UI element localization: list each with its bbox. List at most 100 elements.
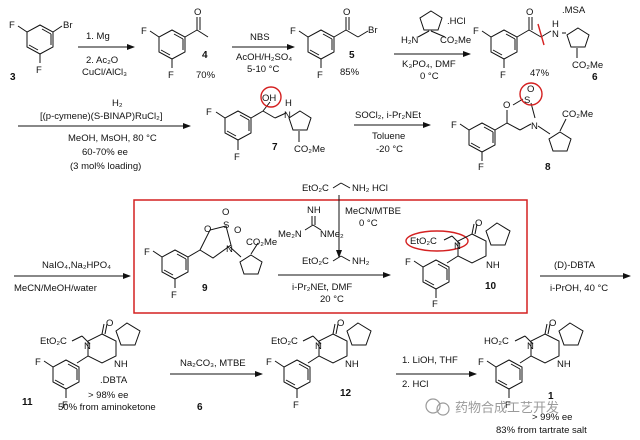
c4-o-label: O — [194, 7, 201, 18]
guan-left-label: Me₂N — [278, 229, 302, 240]
step6-cond-2: 20 °C — [320, 294, 344, 305]
step6-mid-1: MeCN/MTBE — [345, 206, 401, 217]
c5-f1-label: F — [290, 26, 296, 37]
watermark-text: 药物合成工艺开发 — [455, 400, 559, 416]
arrow-resolution: (D)-DBTA i-PrOH, 40 °C — [540, 260, 631, 294]
guan-right-label: NMe₂ — [320, 229, 344, 240]
step4-reagent-1: H₂ — [112, 98, 123, 109]
c1-yield: 83% from tartrate salt — [496, 425, 587, 436]
c1-n-label: N — [527, 341, 534, 352]
step3-reagent-1: K₃PO₄, DMF — [402, 59, 456, 70]
compound-4: O F F 4 70% — [141, 7, 216, 81]
step3-amine-ester: CO₂Me — [440, 35, 471, 46]
step2-yield: 85% — [340, 67, 360, 78]
c1-acid-label: HO₂C — [484, 336, 509, 347]
hyd-reagent-2: 2. HCl — [402, 379, 428, 390]
c6-h-label: H — [552, 19, 559, 30]
c10-o-label: O — [475, 218, 482, 229]
c8-o2-label: O — [527, 84, 534, 95]
compound-6: O H N .MSA CO₂Me F F 47% 6 — [473, 5, 603, 83]
step5-reagent-3: -20 °C — [376, 144, 403, 155]
c9-f2-label: F — [171, 290, 177, 301]
c11-n-label: N — [84, 341, 91, 352]
compound-10: EtO₂C O N NH F F 10 — [405, 218, 511, 310]
compound-11: EtO₂C O N NH .DBTA F F 11 > 98% ee 50% f… — [22, 318, 203, 413]
step6-top-amine: NH₂ HCl — [352, 183, 388, 194]
step4-reagent-2: [(p-cymene)(S-BINAP)RuCl₂] — [40, 111, 162, 122]
guan-nh-label: NH — [307, 205, 321, 216]
c8-number: 8 — [545, 162, 551, 173]
arrow-step1: 1. Mg 2. Ac₂O CuCl/AlCl₃ — [78, 31, 135, 78]
c9-f1-label: F — [144, 247, 150, 258]
c12-nh-label: NH — [345, 359, 359, 370]
c5-f2-label: F — [317, 70, 323, 81]
hyd-reagent-1: 1. LiOH, THF — [402, 355, 458, 366]
c6-salt-label: .MSA — [562, 5, 586, 16]
ox-reagent-2: MeCN/MeOH/water — [14, 283, 97, 294]
c8-n-label: N — [531, 121, 538, 132]
c7-number: 7 — [272, 142, 278, 153]
step5-reagent-2: Toluene — [372, 131, 405, 142]
c10-nh-label: NH — [486, 260, 500, 271]
compound-9: O S O O N CO₂Me F F 9 — [144, 207, 277, 301]
c1-o-label: O — [549, 318, 556, 329]
c9-o2-label: O — [222, 207, 229, 218]
c11-f1-label: F — [35, 357, 41, 368]
c12-ester-label: EtO₂C — [271, 336, 298, 347]
c11-yield-ref: 6 — [197, 402, 203, 413]
c10-n-label: N — [454, 241, 461, 252]
c10-number: 10 — [485, 281, 497, 292]
step3-reagent-2: 0 °C — [420, 71, 439, 82]
c9-number: 9 — [202, 283, 208, 294]
arrow-step5: SOCl₂, i-Pr₂NEt Toluene -20 °C — [354, 110, 431, 155]
arrow-base: Na₂CO₃, MTBE — [170, 358, 263, 377]
c12-f1-label: F — [266, 357, 272, 368]
highlight-box — [133, 199, 528, 314]
c4-number: 4 — [202, 50, 208, 61]
c7-n-label: N — [284, 110, 291, 121]
c12-o-label: O — [337, 318, 344, 329]
c3-f1-label: F — [9, 20, 15, 31]
step6-cond-1: i-Pr₂NEt, DMF — [292, 282, 352, 293]
c4-f2-label: F — [168, 70, 174, 81]
c12-f2-label: F — [293, 400, 299, 411]
step4-reagent-3: MeOH, MsOH, 80 °C — [68, 133, 157, 144]
c4-f1-label: F — [141, 26, 147, 37]
c11-salt-label: .DBTA — [100, 375, 128, 386]
step3-amine-hcl: .HCl — [447, 16, 465, 27]
c7-oh-label: OH — [262, 93, 276, 104]
arrow-step2: NBS AcOH/H₂SO₄ 5-10 °C — [232, 32, 295, 75]
arrow-hydrolysis: 1. LiOH, THF 2. HCl — [396, 355, 477, 390]
c1-f2-label: F — [505, 400, 511, 411]
c1-f1-label: F — [478, 357, 484, 368]
step2-reagent-1: NBS — [250, 32, 270, 43]
c10-f2-label: F — [432, 299, 438, 310]
c11-yield: 50% from aminoketone — [58, 402, 156, 413]
compound-7: OH H N CO₂Me F F 7 — [206, 86, 325, 163]
c6-n-label: N — [552, 29, 559, 40]
c6-f2-label: F — [500, 70, 506, 81]
c9-o1-label: O — [204, 224, 211, 235]
c11-f2-label: F — [62, 400, 68, 411]
c9-n-label: N — [226, 244, 233, 255]
compound-12: EtO₂C O N NH F F 12 — [266, 318, 372, 411]
c5-o-label: O — [343, 7, 350, 18]
c8-f1-label: F — [451, 120, 457, 131]
c11-number: 11 — [22, 397, 33, 408]
c6-ester-label: CO₂Me — [572, 60, 603, 71]
step6-bottom-ester: EtO₂C — [302, 256, 329, 267]
step3-amine-h2n: H₂N — [401, 35, 419, 46]
step1-reagent-2: 2. Ac₂O — [86, 55, 118, 66]
compound-3: Br F F 3 — [9, 20, 73, 83]
c12-number: 12 — [340, 388, 352, 399]
c7-h-label: H — [285, 98, 292, 109]
step6-top-ester: EtO₂C — [302, 183, 329, 194]
step3-yield: 47% — [530, 68, 550, 79]
step2-reagent-2: AcOH/H₂SO₄ — [236, 52, 292, 63]
c12-n-label: N — [315, 341, 322, 352]
c11-nh-label: NH — [114, 359, 128, 370]
c8-ester-label: CO₂Me — [562, 109, 593, 120]
c11-o-label: O — [106, 318, 113, 329]
arrow-step4: H₂ [(p-cymene)(S-BINAP)RuCl₂] MeOH, MsOH… — [18, 98, 191, 172]
c6-f1-label: F — [473, 26, 479, 37]
